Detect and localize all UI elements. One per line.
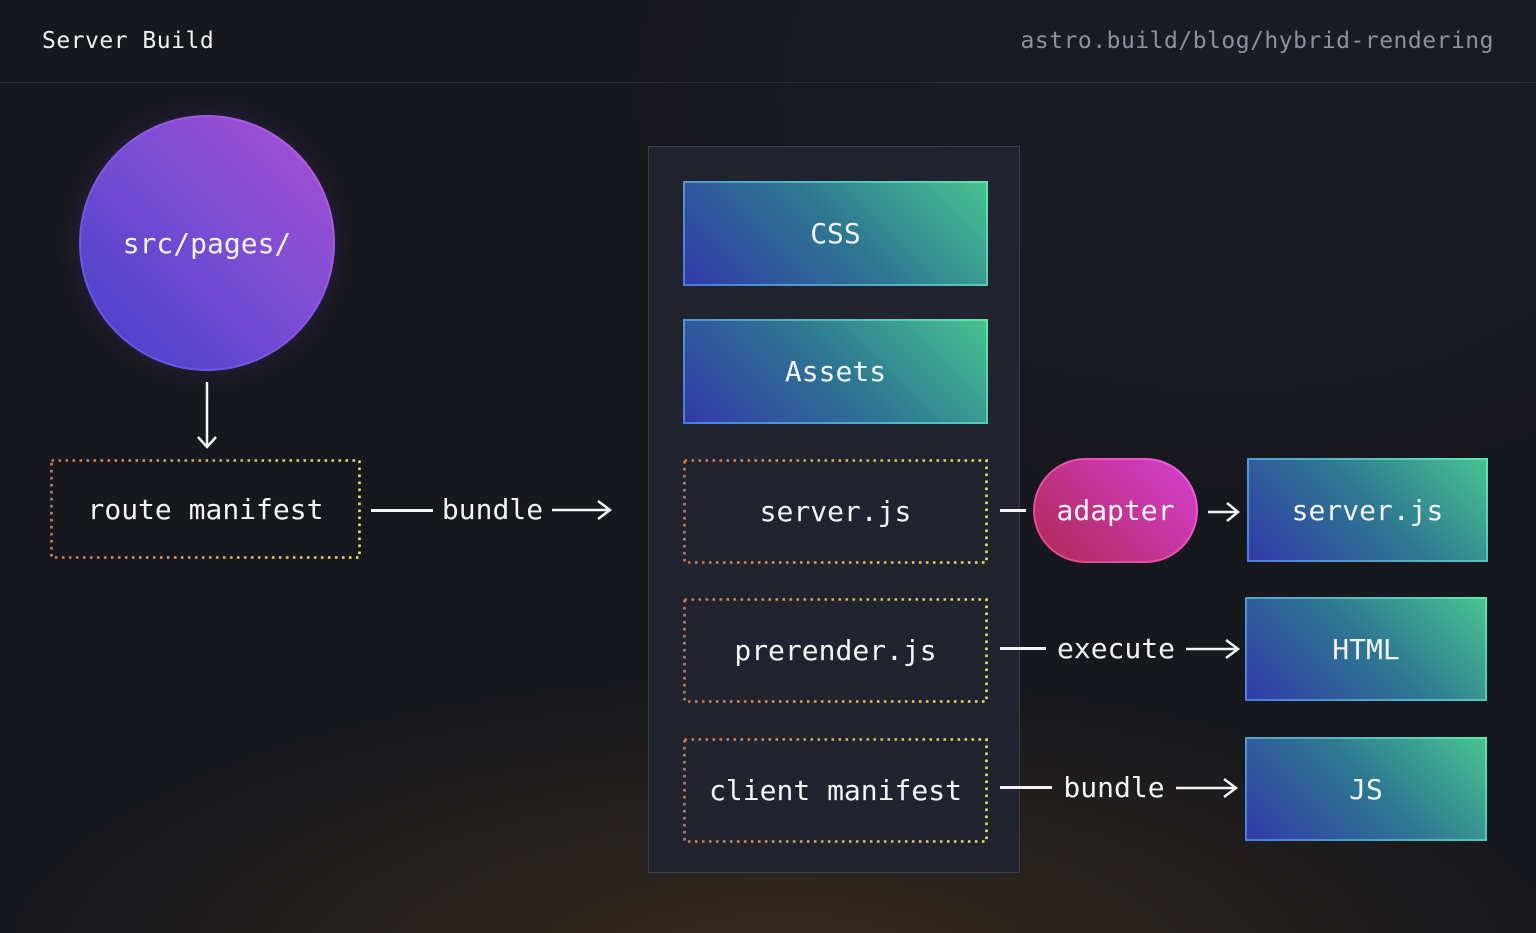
- bundle-out-edge-label: bundle: [1063, 771, 1165, 804]
- prerender-js-label: prerender.js: [734, 634, 937, 667]
- server-js-intermediate-node: server.js: [683, 459, 988, 564]
- arrow-right-icon: [1176, 778, 1239, 798]
- header-bar: Server Build astro.build/blog/hybrid-ren…: [0, 0, 1536, 83]
- dotted-border: [683, 738, 988, 843]
- arrow-right-icon: [552, 500, 613, 520]
- server-js-intermediate-label: server.js: [759, 495, 912, 528]
- bundle-in-edge-label: bundle: [441, 493, 544, 526]
- route-manifest-node: route manifest: [50, 459, 361, 559]
- html-output-node: HTML: [1245, 597, 1487, 701]
- css-node: CSS: [683, 181, 988, 286]
- execute-edge-label: execute: [1056, 632, 1175, 665]
- prerender-js-node: prerender.js: [683, 598, 988, 703]
- connector-line: [371, 509, 433, 512]
- dotted-border: [683, 598, 988, 703]
- js-output-node: JS: [1245, 737, 1487, 841]
- source-url-text: astro.build/blog/hybrid-rendering: [1020, 28, 1494, 54]
- connector-line: [1000, 647, 1046, 650]
- route-manifest-label: route manifest: [87, 492, 324, 526]
- dotted-border: [50, 459, 361, 559]
- server-js-output-node: server.js: [1247, 458, 1488, 562]
- build-output-panel: CSS Assets server.js prerender.js client…: [648, 146, 1020, 873]
- page-title: Server Build: [42, 28, 215, 54]
- client-manifest-label: client manifest: [709, 774, 962, 807]
- arrow-right-icon: [1186, 639, 1241, 659]
- adapter-label: adapter: [1056, 494, 1175, 527]
- html-output-label: HTML: [1332, 632, 1400, 666]
- client-manifest-node: client manifest: [683, 738, 988, 843]
- css-label: CSS: [810, 217, 861, 250]
- adapter-node-fill: adapter: [1035, 460, 1196, 561]
- js-output-label: JS: [1349, 772, 1383, 806]
- arrow-down-icon: [197, 382, 217, 449]
- connector-line: [1000, 786, 1052, 789]
- assets-label: Assets: [784, 355, 887, 388]
- dotted-border: [683, 459, 988, 564]
- connector-line: [1000, 509, 1026, 512]
- src-pages-node: src/pages/: [79, 115, 335, 371]
- arrow-right-icon: [1208, 502, 1240, 522]
- src-pages-label: src/pages/: [122, 226, 292, 260]
- assets-node: Assets: [683, 319, 988, 424]
- src-pages-node-fill: src/pages/: [81, 117, 333, 369]
- server-js-output-label: server.js: [1291, 493, 1444, 527]
- adapter-node: adapter: [1033, 458, 1198, 563]
